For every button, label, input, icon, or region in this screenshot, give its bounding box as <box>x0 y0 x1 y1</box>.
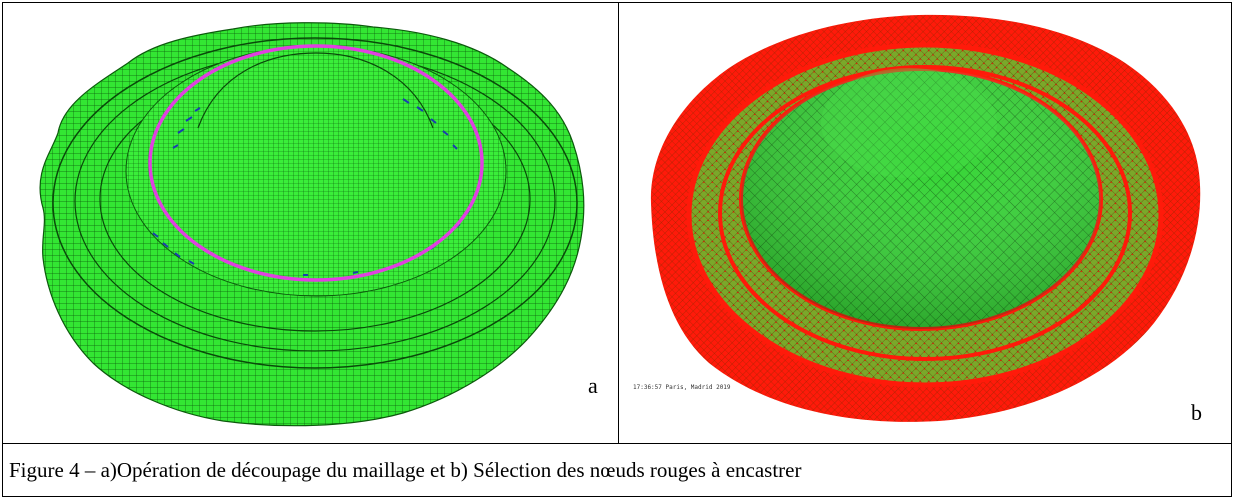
timestamp-text: 17:36:57 Paris, Madrid 2019 <box>633 384 731 391</box>
inner-dome <box>125 45 507 297</box>
panel-b: 17:36:57 Paris, Madrid 2019 b <box>619 3 1231 443</box>
panel-b-label: b <box>1191 400 1202 425</box>
panel-a-label: a <box>588 373 598 398</box>
panel-a: a <box>3 3 619 443</box>
caption-row: Figure 4 – a)Opération de découpage du m… <box>3 443 1231 496</box>
clamped-nodes-image <box>650 14 1201 422</box>
figure-caption: Figure 4 – a)Opération de découpage du m… <box>9 458 802 482</box>
cut-ring <box>148 44 484 282</box>
mesh-cut-image <box>39 22 585 427</box>
